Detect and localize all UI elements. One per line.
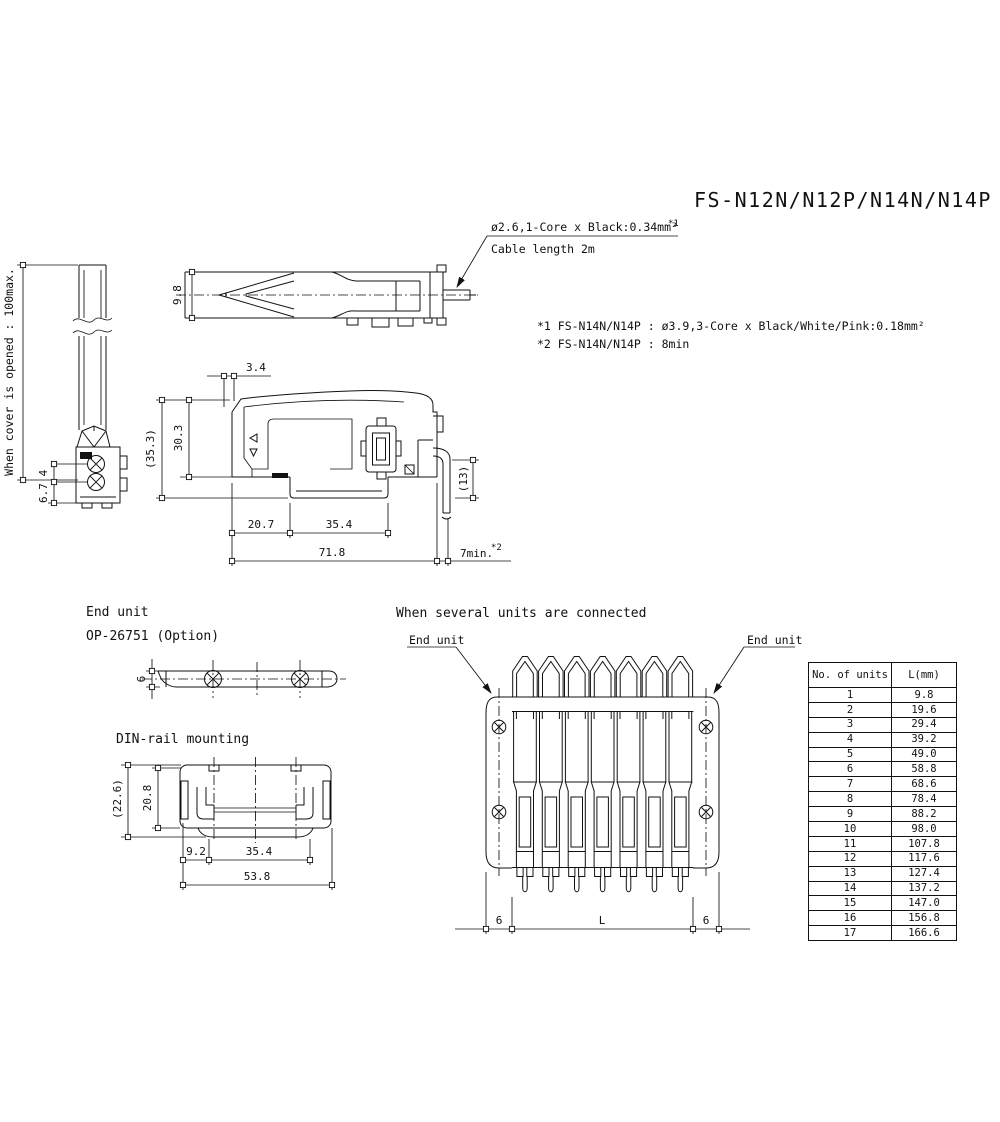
table-header-row: No. of units L(mm): [808, 662, 957, 688]
dim-30-3: 30.3: [172, 425, 185, 452]
dim-20-7: 20.7: [248, 518, 275, 531]
end-unit-model: OP-26751 (Option): [86, 629, 219, 644]
dim-35-3: (35.3): [144, 429, 157, 469]
side-view-drawing: 3.4 (35.3) 30.3 20.7 35.4 71.8 7min. *2 …: [144, 361, 511, 566]
top-view-drawing: 9.8: [171, 264, 478, 328]
dim-53-8: 53.8: [244, 870, 271, 883]
dim-20-8: 20.8: [141, 785, 154, 812]
din-rail-drawing: DIN-rail mounting (22.6) 20.8 9.2 35.4 5…: [111, 732, 336, 890]
dim-35-4-din: 35.4: [246, 845, 273, 858]
cable-note: ø2.6,1-Core x Black:0.34mm² *1 Cable len…: [456, 219, 679, 288]
col-header-length: L(mm): [891, 662, 957, 688]
dim-L: L: [599, 914, 606, 927]
cable-note-ref: *1: [668, 219, 679, 229]
cover-opened-label: When cover is opened : 100max.: [2, 268, 16, 476]
dim-6-left: 6: [496, 914, 503, 927]
unit-module-1: [511, 656, 539, 893]
dim-22-6: (22.6): [111, 779, 124, 819]
footnotes: *1 FS-N14N/N14P : ø3.9,3-Core x Black/Wh…: [537, 319, 925, 351]
dim-4: 4: [37, 469, 50, 476]
unit-module-4: [589, 656, 617, 893]
dim-9-2: 9.2: [186, 845, 206, 858]
footnote-1: *1 FS-N14N/N14P : ø3.9,3-Core x Black/Wh…: [537, 319, 925, 333]
dim-6-7: 6.7: [37, 483, 50, 503]
dim-7min: 7min.: [460, 547, 493, 560]
din-rail-label: DIN-rail mounting: [116, 732, 249, 747]
end-unit-callout-left: End unit: [409, 633, 464, 647]
dim-3-4: 3.4: [246, 361, 266, 374]
unit-module-2: [537, 656, 565, 893]
unit-module-7: [666, 656, 694, 893]
dim-13: (13): [457, 466, 470, 493]
dim-71-8: 71.8: [319, 546, 346, 559]
end-unit-label: End unit: [86, 605, 149, 620]
cable-note-line1: ø2.6,1-Core x Black:0.34mm²: [491, 220, 678, 234]
footnote-2: *2 FS-N14N/N14P : 8min: [537, 337, 689, 351]
dim-6-right: 6: [703, 914, 710, 927]
end-unit-drawing: End unit OP-26751 (Option) 6: [86, 605, 346, 699]
connected-units-drawing: When several units are connected End uni…: [396, 606, 802, 934]
front-view-drawing: When cover is opened : 100max. 4 6.7: [2, 261, 128, 509]
unit-module-3: [563, 656, 591, 893]
dim-9-8: 9.8: [171, 285, 184, 305]
dim-35-4: 35.4: [326, 518, 353, 531]
connected-title: When several units are connected: [396, 606, 646, 621]
unit-module-6: [641, 656, 668, 893]
page-title: FS-N12N/N12P/N14N/N14P: [694, 188, 992, 212]
cable-note-line2: Cable length 2m: [491, 242, 595, 256]
dim-7min-ref: *2: [491, 543, 502, 553]
col-header-units: No. of units: [808, 662, 892, 688]
end-unit-callout-right: End unit: [747, 633, 802, 647]
dim-6-endunit: 6: [135, 676, 148, 683]
unit-module-5: [615, 656, 642, 893]
